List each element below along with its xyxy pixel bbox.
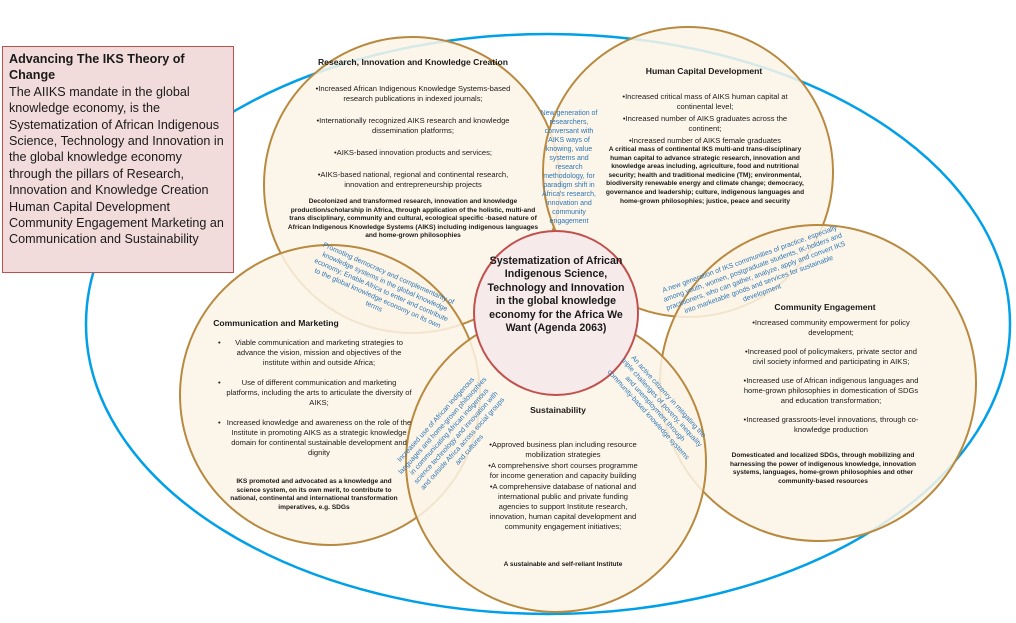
- human-capital-title: Human Capital Development: [645, 66, 763, 76]
- bullet: •: [218, 418, 221, 427]
- communication-item: • Increased knowledge and awareness on th…: [218, 418, 414, 458]
- research-item: •Increased African Indigenous Knowledge …: [315, 84, 511, 103]
- research-section: Research, Innovation and Knowledge Creat…: [304, 56, 522, 69]
- community-item: •Increased use of African indigenous lan…: [743, 376, 919, 405]
- research-items: •Increased African Indigenous Knowledge …: [308, 84, 518, 196]
- theory-title: Advancing The IKS Theory of Change: [9, 52, 185, 83]
- communication-item: • Viable communication and marketing stra…: [218, 338, 414, 368]
- communication-item-text: Use of different communication and marke…: [226, 378, 412, 407]
- communication-outcome: IKS promoted and advocated as a knowledg…: [230, 478, 398, 511]
- communication-title: Communication and Marketing: [213, 318, 339, 328]
- communication-items: • Viable communication and marketing stra…: [218, 338, 414, 464]
- human-capital-item: •Increased number of AIKS female graduat…: [628, 136, 782, 145]
- research-item: •Internationally recognized AIKS researc…: [316, 116, 510, 135]
- bullet: •: [218, 378, 221, 387]
- community-item: •Increased pool of policymakers, private…: [745, 347, 917, 366]
- human-capital-item: •Increased critical mass of AIKS human c…: [622, 92, 788, 111]
- sustainability-outcome: A sustainable and self-reliant Institute: [503, 561, 623, 568]
- outer-ellipse: [84, 32, 1012, 616]
- center-text: Systematization of African Indigenous Sc…: [487, 255, 625, 335]
- research-item: •AIKS-based national, regional and conti…: [317, 170, 509, 189]
- research-title: Research, Innovation and Knowledge Creat…: [317, 57, 509, 67]
- research-outcome: Decolonized and transformed research, in…: [287, 198, 539, 240]
- theory-body: The AIIKS mandate in the global knowledg…: [9, 84, 224, 247]
- sustainability-item: •A comprehensive short courses programme…: [488, 461, 638, 480]
- communication-item: • Use of different communication and mark…: [218, 378, 414, 408]
- community-item: •Increased grassroots-level innovations,…: [743, 415, 919, 434]
- communication-item-text: Viable communication and marketing strat…: [235, 338, 403, 367]
- communication-item-text: Increased knowledge and awareness on the…: [226, 418, 412, 457]
- human-capital-items: •Increased critical mass of AIKS human c…: [610, 92, 800, 152]
- bullet: •: [218, 338, 221, 347]
- human-capital-outcome: A critical mass of continental IKS multi…: [605, 146, 805, 205]
- overlap-research-human: New generation of researchers, conversan…: [540, 110, 598, 225]
- theory-of-change-box: Advancing The IKS Theory of Change The A…: [2, 46, 234, 273]
- community-outcome: Domesticated and localized SDGs, through…: [729, 452, 917, 485]
- community-title: Community Engagement: [774, 302, 876, 312]
- human-capital-item: •Increased number of AIKS graduates acro…: [622, 114, 788, 133]
- community-item: •Increased community empowerment for pol…: [752, 318, 910, 337]
- sustainability-items: •Approved business plan including resour…: [486, 440, 640, 532]
- sustainability-title: Sustainability: [530, 405, 586, 415]
- sustainability-item: •A comprehensive database of national an…: [489, 482, 637, 531]
- community-items: •Increased community empowerment for pol…: [738, 318, 924, 441]
- center-circle: [473, 230, 639, 396]
- sustainability-item: •Approved business plan including resour…: [489, 440, 637, 459]
- research-item: •AIKS-based innovation products and serv…: [334, 148, 492, 157]
